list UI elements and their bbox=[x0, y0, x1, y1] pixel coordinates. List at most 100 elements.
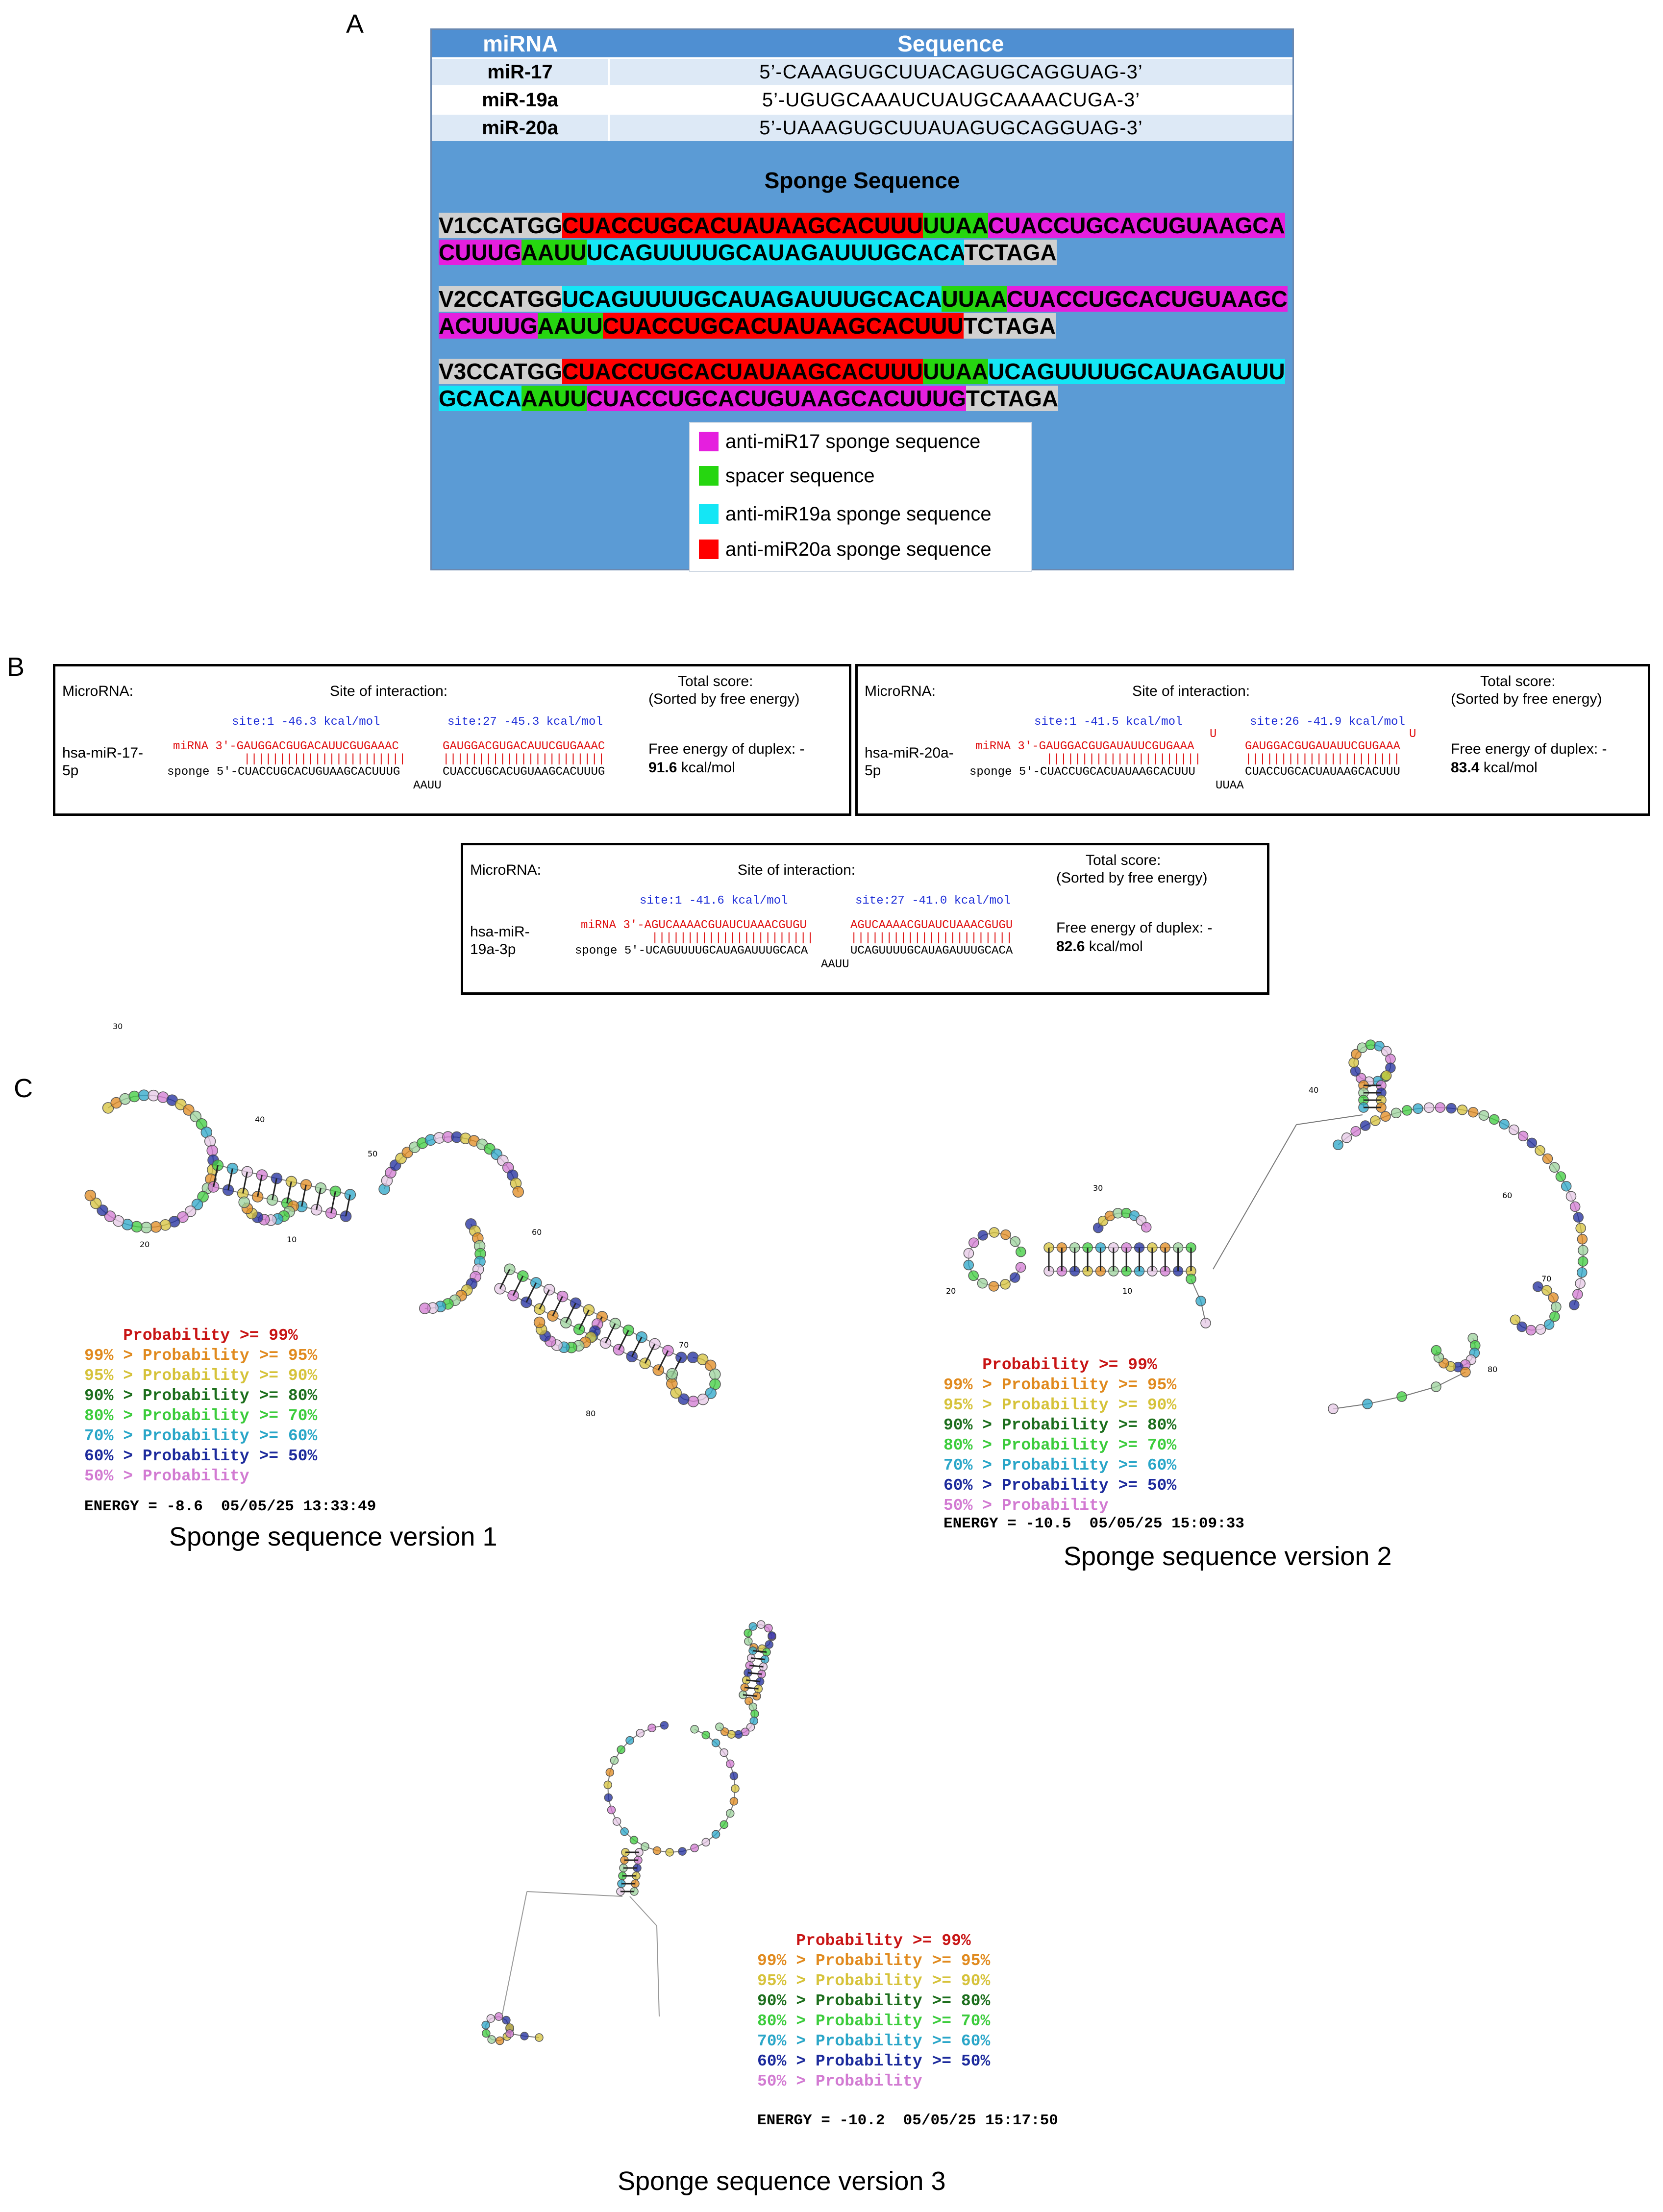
nucleotide-node bbox=[1542, 1153, 1553, 1164]
mirna-sequence: 5’-UGUGCAAAUCUAUGCAAAACUGA-3’ bbox=[609, 85, 1292, 114]
probability-legend-row: 70% > Probability >= 60% bbox=[84, 1427, 318, 1445]
nucleotide-node bbox=[197, 1191, 209, 1203]
nucleotide-node bbox=[729, 1797, 739, 1806]
nucleotide-node bbox=[748, 1702, 758, 1711]
mirna-interaction-box-mir20a: MicroRNA:Site of interaction:Total score… bbox=[855, 664, 1650, 816]
base-pair-bond bbox=[552, 1296, 563, 1316]
site-energy-2: site:27 -41.0 kcal/mol bbox=[855, 894, 1011, 908]
probability-legend-row: Probability >= 99% bbox=[757, 1932, 971, 1950]
panel-label-c: C bbox=[14, 1074, 33, 1103]
nucleotide-node bbox=[140, 1222, 152, 1233]
bulge-base: U bbox=[1409, 728, 1416, 741]
free-energy-value: 82.6 kcal/mol bbox=[1056, 938, 1143, 955]
nucleotide-node bbox=[1575, 1223, 1586, 1234]
nucleotide-node bbox=[504, 1263, 516, 1275]
nucleotide-node bbox=[1517, 1131, 1529, 1141]
nucleotide-node bbox=[729, 1771, 739, 1780]
free-energy-number: 82.6 bbox=[1056, 938, 1085, 955]
nucleotide-node bbox=[1015, 1262, 1026, 1273]
nucleotide-node bbox=[1526, 1137, 1538, 1149]
free-energy-label: Free energy of duplex: - bbox=[648, 741, 805, 757]
site-energy-1: site:1 -41.5 kcal/mol bbox=[1034, 715, 1183, 729]
free-energy-value: 83.4 kcal/mol bbox=[1451, 760, 1538, 776]
nucleotide-node bbox=[617, 1745, 625, 1754]
nucleotide-node bbox=[1569, 1300, 1580, 1310]
base-pair-bond bbox=[644, 1343, 656, 1364]
nucleotide-node bbox=[494, 1283, 506, 1295]
nucleotide-node bbox=[711, 1830, 720, 1839]
nucleotide-node bbox=[84, 1189, 97, 1202]
sorted-label: (Sorted by free energy) bbox=[1451, 691, 1602, 707]
nucleotide-node bbox=[756, 1620, 766, 1629]
sponge-segment-magenta: CUACCUGCACUGUAAGCACUUUG bbox=[586, 386, 966, 411]
structure-caption-v3: Sponge sequence version 3 bbox=[618, 2166, 946, 2196]
free-energy-number: 83.4 bbox=[1451, 760, 1480, 776]
backbone-segment bbox=[502, 1891, 527, 2015]
base-pair-bond bbox=[345, 1194, 351, 1217]
nucleotide-node bbox=[285, 1176, 298, 1188]
sponge-segment-green: AAUU bbox=[537, 313, 603, 339]
nucleotide-node bbox=[1478, 1110, 1489, 1121]
nucleotide-node bbox=[675, 1352, 687, 1363]
base-pair-bond bbox=[749, 1665, 764, 1668]
sponge-segment-green: AAUU bbox=[521, 240, 587, 265]
pairing-bars-2: ||||||||||||||||||||||| bbox=[443, 753, 605, 766]
legend-swatch bbox=[699, 432, 719, 451]
position-label: 60 bbox=[532, 1228, 542, 1237]
probability-legend-row: 95% > Probability >= 90% bbox=[943, 1396, 1177, 1414]
nucleotide-node bbox=[494, 2012, 503, 2021]
nucleotide-node bbox=[734, 1730, 743, 1739]
nucleotide-node bbox=[1390, 1107, 1402, 1119]
structure-caption-v2: Sponge sequence version 2 bbox=[1064, 1542, 1392, 1571]
sponge-strand-1: sponge 5'-UCAGUUUUGCAUAGAUUUGCACA bbox=[575, 944, 808, 958]
nucleotide-node bbox=[1435, 1102, 1446, 1113]
site-label: Site of interaction: bbox=[738, 862, 856, 878]
legend-swatch bbox=[699, 504, 719, 524]
nucleotide-node bbox=[647, 1723, 656, 1733]
nucleotide-node bbox=[1446, 1103, 1457, 1114]
nucleotide-node bbox=[560, 1317, 572, 1328]
nucleotide-node bbox=[731, 1784, 740, 1793]
nucleotide-node bbox=[238, 1196, 250, 1208]
nucleotide-node bbox=[1328, 1403, 1339, 1414]
nucleotide-node bbox=[1009, 1272, 1020, 1283]
nucleotide-node bbox=[496, 2036, 504, 2045]
nucleotide-node bbox=[1350, 1126, 1361, 1137]
nucleotide-node bbox=[512, 1186, 524, 1198]
position-label: 20 bbox=[946, 1286, 956, 1296]
nucleotide-node bbox=[665, 1848, 674, 1857]
nucleotide-node bbox=[720, 1727, 729, 1736]
backbone-segment bbox=[629, 1896, 657, 1926]
nucleotide-node bbox=[750, 1709, 759, 1719]
nucleotide-node bbox=[701, 1838, 710, 1847]
backbone-segment bbox=[1213, 1124, 1297, 1270]
nucleotide-node bbox=[102, 1102, 114, 1114]
base-pair-bond bbox=[213, 1165, 219, 1187]
probability-legend-row: 90% > Probability >= 80% bbox=[84, 1387, 318, 1405]
nucleotide-node bbox=[705, 1387, 717, 1399]
sponge-segment-gray: V2CCATGG bbox=[439, 286, 563, 312]
probability-legend-row: 60% > Probability >= 50% bbox=[943, 1476, 1177, 1495]
nucleotide-node bbox=[310, 1204, 323, 1216]
nucleotide-node bbox=[715, 1722, 724, 1731]
nucleotide-node bbox=[556, 1290, 569, 1303]
mirna-name: hsa-miR- bbox=[470, 924, 530, 940]
nucleotide-node bbox=[666, 1378, 678, 1390]
mirna-strand-1: miRNA 3'-GAUGGACGUGACAUUCGUGAAAC bbox=[173, 740, 399, 753]
table-header-mirna: miRNA bbox=[432, 30, 609, 58]
nucleotide-node bbox=[968, 1270, 979, 1281]
legend-swatch bbox=[699, 540, 719, 559]
mirna-strand-1: miRNA 3'-GAUGGACGUGAUAUUCGUGAAA bbox=[975, 740, 1194, 753]
nucleotide-node bbox=[206, 1145, 218, 1156]
mirna-strand-2: GAUGGACGUGAUAUUCGUGAAA bbox=[1245, 740, 1400, 753]
free-energy-value: 91.6 kcal/mol bbox=[648, 760, 735, 776]
sponge-strand-2: CUACCUGCACUGUAAGCACUUUG bbox=[443, 765, 605, 779]
pairing-bars-2: ||||||||||||||||||||||| bbox=[850, 932, 1013, 945]
base-pair-bond bbox=[525, 1282, 537, 1303]
nucleotide-node bbox=[725, 1759, 735, 1769]
nucleotide-node bbox=[159, 1219, 172, 1231]
sponge-segment-gray: TCTAGA bbox=[964, 240, 1057, 265]
nucleotide-node bbox=[570, 1297, 582, 1309]
nucleotide-node bbox=[1572, 1289, 1583, 1300]
